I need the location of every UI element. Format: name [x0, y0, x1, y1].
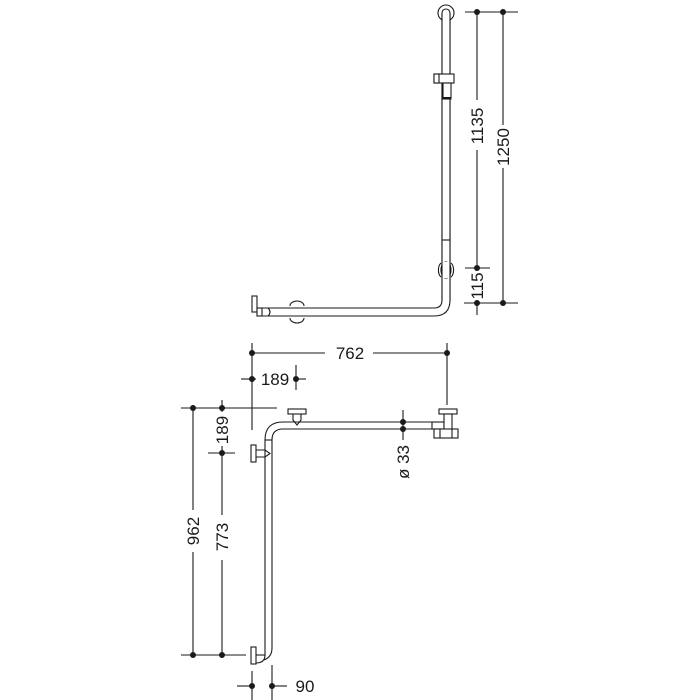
dim-762: 762	[336, 344, 364, 363]
l-rail	[250, 408, 459, 665]
dim-115: 115	[468, 272, 487, 299]
bottom-flange-icon	[250, 646, 257, 665]
dim-189-horizontal: 189	[261, 370, 289, 389]
side-flange-icon	[250, 444, 271, 463]
dim-189-vertical: 189	[213, 416, 232, 444]
shower-holder-icon	[433, 73, 455, 100]
vertical-rail	[251, 4, 455, 324]
elevation-dimensions: 1135 1250 115	[464, 9, 518, 315]
plan-view: 762 189 962 189 773	[181, 343, 459, 700]
dim-1250: 1250	[494, 128, 513, 166]
dim-962: 962	[184, 517, 203, 545]
dim-90: 90	[296, 677, 315, 696]
right-end-holder-icon	[431, 408, 459, 439]
dim-1135: 1135	[468, 108, 487, 145]
corner-flange-icon	[287, 408, 307, 426]
end-flange-icon	[251, 295, 258, 313]
dim-773: 773	[213, 523, 232, 551]
plan-dimensions: 762 189 962 189 773	[181, 343, 450, 700]
elevation-view: 1135 1250 115	[251, 4, 518, 324]
dim-diameter-33: ø 33	[394, 445, 413, 479]
